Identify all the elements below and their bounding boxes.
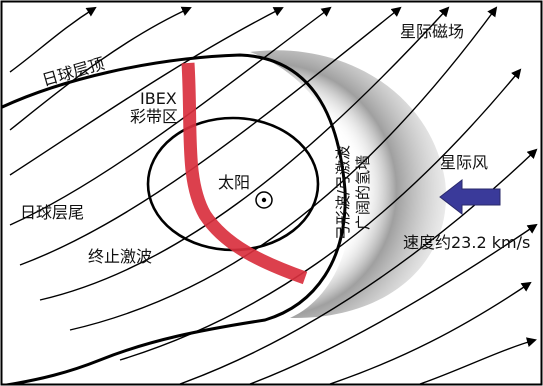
termination-shock-label: 终止激波 — [88, 247, 152, 266]
ibex-ribbon — [181, 62, 308, 285]
field-line — [9, 6, 97, 73]
field-line — [329, 281, 532, 384]
field-line — [419, 337, 537, 384]
field-line — [249, 223, 538, 384]
field-line — [9, 6, 332, 226]
magnetic-field-label: 星际磁场 — [400, 22, 464, 41]
left-arrow-icon — [439, 178, 501, 216]
bow-wave-label: 弓形波/弓激波 — [334, 145, 352, 240]
field-line — [9, 7, 284, 176]
interstellar-wind-label: 星际风 — [440, 153, 488, 172]
ribbon-label: 彩带区 — [130, 107, 178, 126]
ibex-label: IBEX — [140, 89, 177, 108]
heliotail-label: 日球层尾 — [20, 203, 84, 222]
magnetic-field-lines — [9, 6, 538, 384]
sun-symbol-icon — [255, 191, 273, 209]
field-line — [19, 6, 402, 266]
field-line — [119, 68, 522, 361]
hydrogen-wall-shading — [250, 50, 447, 319]
heliopause-label: 日球层顶 — [40, 54, 107, 90]
speed-label: 速度约23.2 km/s — [403, 233, 530, 252]
field-line — [9, 6, 192, 131]
heliopause-boundary — [2, 53, 347, 384]
field-line — [69, 6, 498, 331]
hydrogen-wall-label: 广阔的氢墙 — [354, 155, 372, 230]
field-line — [39, 6, 450, 301]
sun-label: 太阳 — [218, 173, 250, 192]
